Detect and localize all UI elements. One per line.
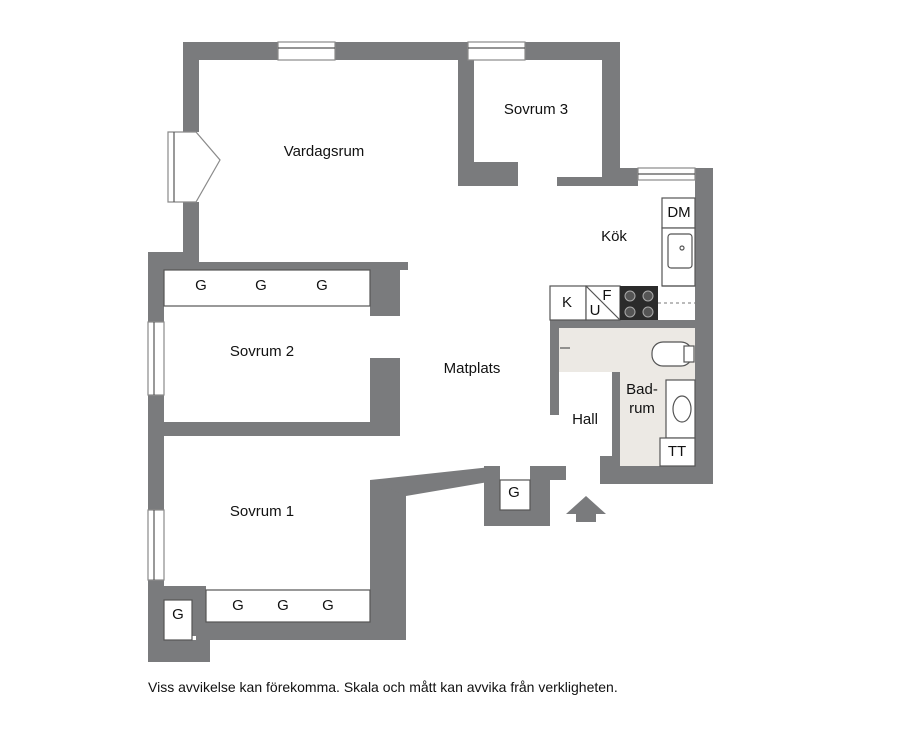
wall-sovrum2-top <box>164 262 408 270</box>
walls <box>148 42 713 662</box>
wall-sovrum2-right <box>370 358 400 436</box>
label-vardagsrum: Vardagsrum <box>284 143 365 160</box>
wall-living-left-a <box>183 42 199 132</box>
wall-closet-bl-right <box>192 586 206 636</box>
wall-entrance-right <box>600 456 616 484</box>
label-sovrum1: Sovrum 1 <box>230 503 294 520</box>
label-sovrum2: Sovrum 2 <box>230 343 294 360</box>
wall-bath-left <box>550 320 559 415</box>
washer <box>659 437 696 467</box>
window-left-a <box>147 321 165 396</box>
dishwasher <box>661 197 696 229</box>
disclaimer-text: Viss avvikelse kan förekomma. Skala och … <box>148 679 618 695</box>
wall-sovrum2-pillar <box>370 262 400 316</box>
wall-sovrum3-bottom-b <box>557 177 619 186</box>
wall-top-left <box>183 42 278 60</box>
wall-hall-bath <box>612 372 620 466</box>
wall-left-a <box>148 252 164 322</box>
wall-bottom-left <box>148 640 210 662</box>
wall-sovrum3-right <box>602 42 620 186</box>
label-u: U <box>590 302 601 319</box>
window-bay <box>167 131 221 203</box>
wardrobe-sovrum1 <box>205 589 371 623</box>
wall-closet-bl <box>164 586 196 600</box>
bathroom-fixtures <box>560 341 696 467</box>
label-g-s2-2: G <box>255 277 267 294</box>
closet-hall <box>499 479 531 511</box>
wall-bottom-right <box>600 466 713 484</box>
wall-left-b <box>148 395 164 510</box>
label-g-s1-2: G <box>277 597 289 614</box>
wall-diagonal <box>370 466 500 496</box>
wardrobe-sovrum2 <box>163 269 371 307</box>
kitchen-fixtures <box>549 197 696 321</box>
wall-sovrum3-left <box>458 60 474 186</box>
label-kok: Kök <box>601 228 627 245</box>
wall-closet-right <box>530 466 550 526</box>
label-tt: TT <box>668 443 686 460</box>
label-g-s2-3: G <box>316 277 328 294</box>
label-g-s2-1: G <box>195 277 207 294</box>
label-g-hall: G <box>508 484 520 501</box>
washbasin-icon <box>672 395 692 423</box>
label-badrum-2: rum <box>629 400 655 417</box>
window-top-left <box>277 41 336 61</box>
label-f: F <box>602 287 611 304</box>
label-sovrum3: Sovrum 3 <box>504 101 568 118</box>
wall-top-right <box>525 42 620 60</box>
window-left-b <box>147 509 165 581</box>
label-badrum-1: Bad- <box>626 381 658 398</box>
wall-top-mid <box>335 42 468 60</box>
label-g-closet: G <box>172 606 184 623</box>
closet-sovrum1 <box>163 599 193 641</box>
entrance-arrow-icon <box>566 496 606 522</box>
fridge-box <box>549 285 587 321</box>
window-top-right <box>467 41 526 61</box>
wall-bottom-left-b <box>196 622 406 640</box>
wall-entrance-left <box>530 466 566 480</box>
wall-kitchen-top <box>602 168 638 186</box>
label-matplats: Matplats <box>444 360 501 377</box>
wall-right-outer <box>695 168 713 484</box>
label-dm: DM <box>667 204 690 221</box>
label-k: K <box>562 294 572 311</box>
wall-sovrum1-right <box>370 480 406 640</box>
sink-icon <box>667 233 693 269</box>
windows <box>147 41 696 581</box>
wall-sovrum2-bottom <box>164 422 400 436</box>
label-g-s1-1: G <box>232 597 244 614</box>
washbasin-counter <box>665 379 696 439</box>
label-g-s1-3: G <box>322 597 334 614</box>
label-hall: Hall <box>572 411 598 428</box>
wall-bath-top <box>550 320 700 328</box>
wall-sovrum3-bottom-a <box>458 162 518 186</box>
